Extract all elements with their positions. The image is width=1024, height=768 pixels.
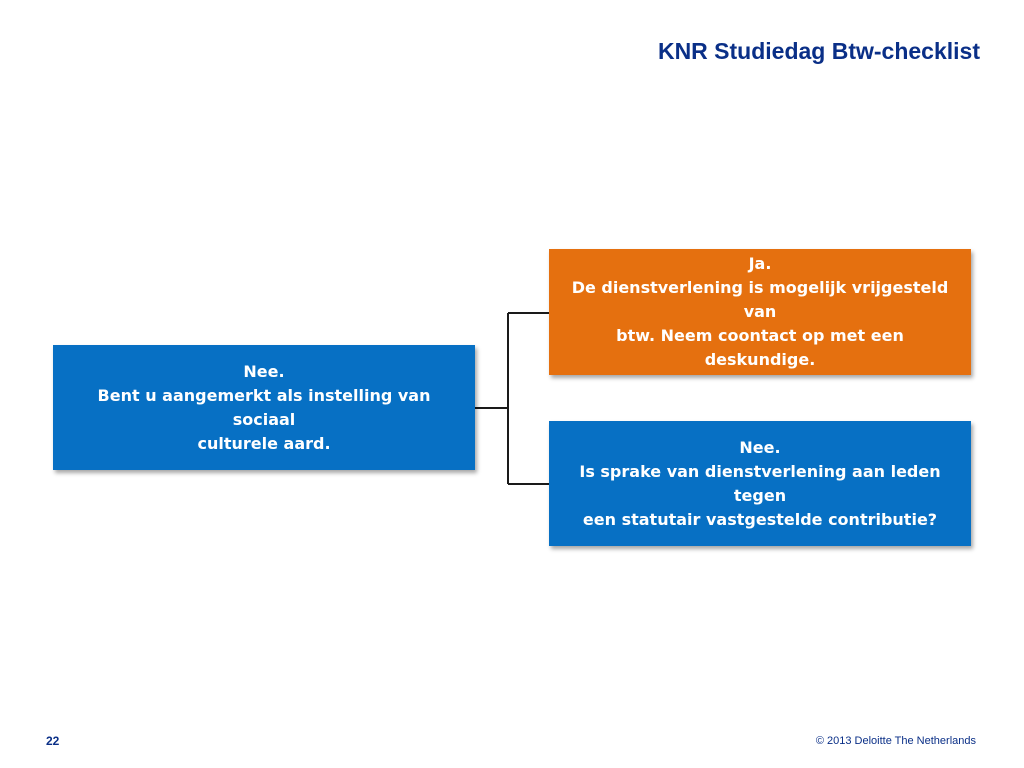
box-line: Bent u aangemerkt als instelling van soc… xyxy=(97,385,431,429)
connector-line xyxy=(475,312,549,485)
box-line: een statutair vastgestelde contributie? xyxy=(582,509,938,529)
box-line: Ja. xyxy=(748,254,772,273)
box-line: btw. Neem coontact op met een deskundige… xyxy=(616,326,904,369)
slide-title: KNR Studiedag Btw-checklist xyxy=(657,38,980,64)
page-number: 22 xyxy=(46,734,60,748)
box-line: Nee. xyxy=(243,361,285,381)
box-line: Is sprake van dienstverlening aan leden … xyxy=(579,461,941,505)
outcome-box-ja-vrijgesteld: Ja. De dienstverlening is mogelijk vrijg… xyxy=(549,249,971,375)
box-line: Nee. xyxy=(739,437,781,457)
copyright-notice: © 2013 Deloitte The Netherlands xyxy=(815,735,976,747)
box-line: culturele aard. xyxy=(197,433,331,453)
decision-box-nee-sociaal-cultureel: Nee. Bent u aangemerkt als instelling va… xyxy=(53,345,475,470)
decision-box-nee-contributie: Nee. Is sprake van dienstverlening aan l… xyxy=(549,421,971,546)
box-line: De dienstverlening is mogelijk vrijgeste… xyxy=(571,278,949,321)
